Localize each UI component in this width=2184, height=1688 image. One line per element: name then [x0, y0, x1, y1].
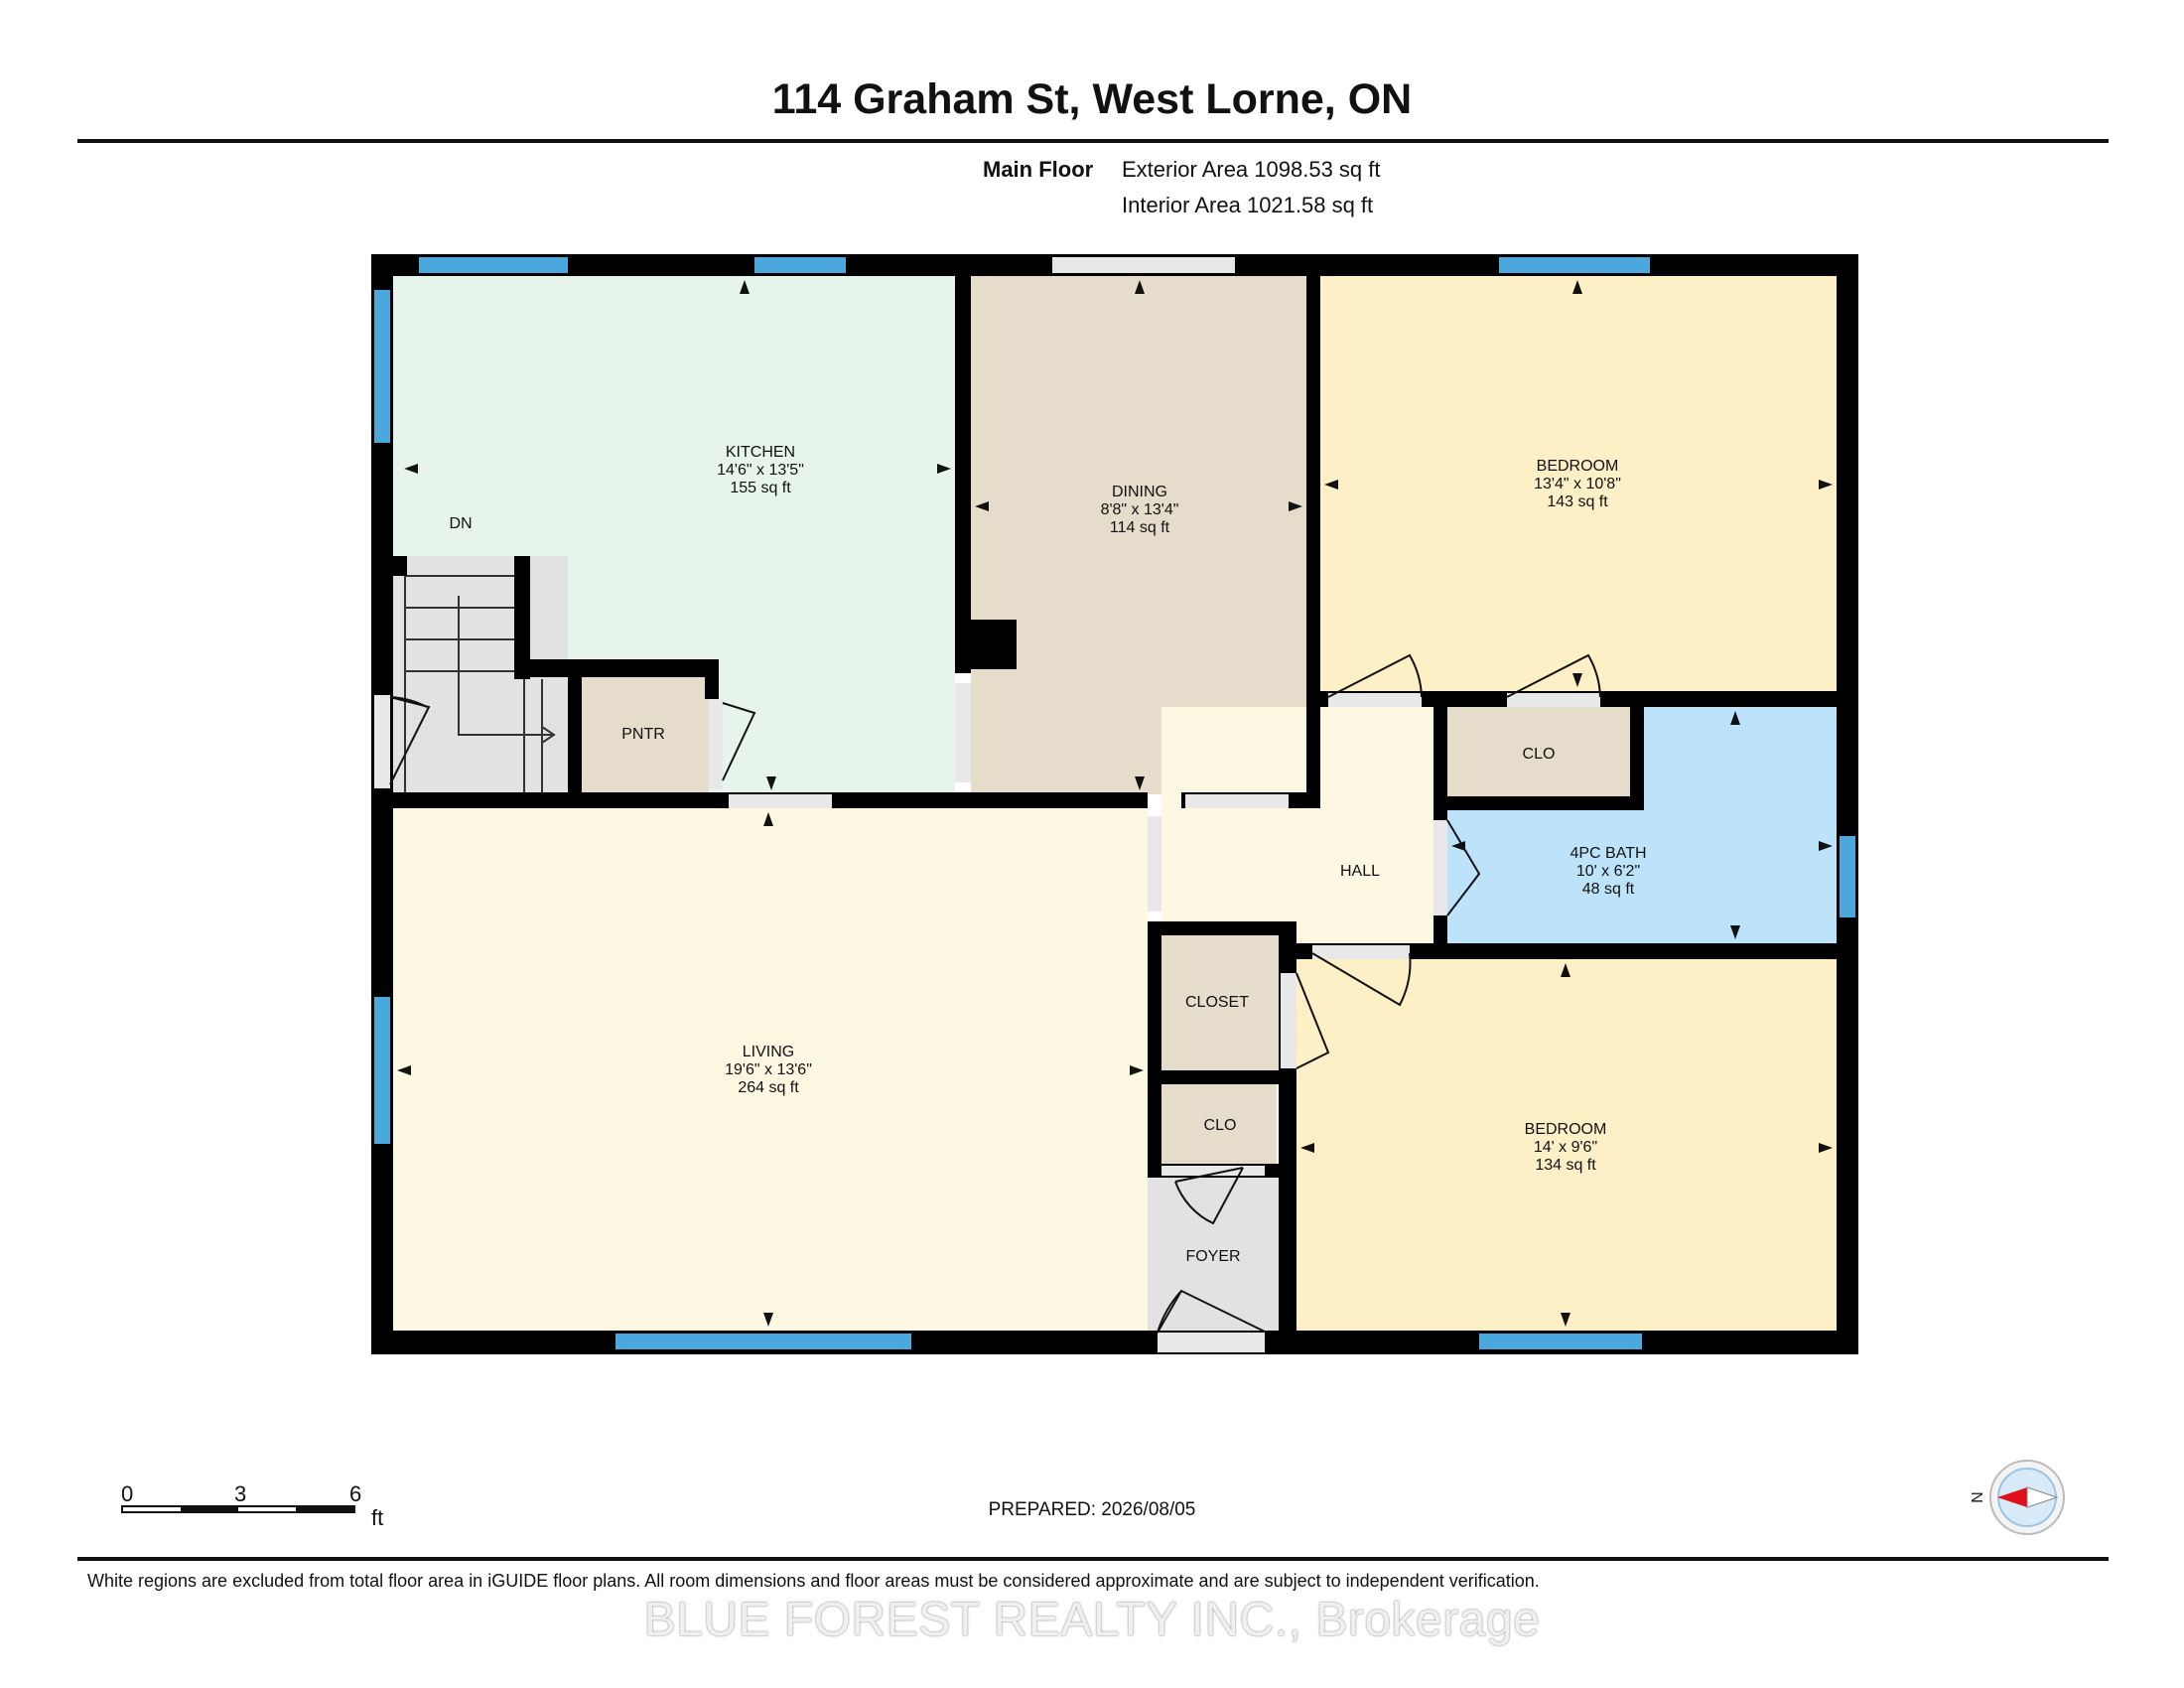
watermark: BLUE FOREST REALTY INC., Brokerage [643, 1594, 1541, 1646]
dining-area: 114 sq ft [1110, 519, 1170, 536]
kitchen-name: KITCHEN [726, 444, 795, 461]
bath-area: 48 sq ft [1582, 881, 1635, 898]
interior-area: Interior Area 1021.58 sq ft [1122, 193, 1374, 217]
closet-fill [1158, 931, 1279, 1070]
foyer-label: FOYER [1185, 1248, 1240, 1265]
scale-tick-0: 0 [121, 1481, 134, 1506]
living-name: LIVING [743, 1044, 794, 1060]
openings [374, 257, 1600, 1352]
kitchen-area: 155 sq ft [730, 480, 791, 496]
closet-label: CLOSET [1185, 994, 1249, 1011]
bath-dims: 10' x 6'2" [1576, 863, 1640, 880]
stairs [404, 572, 556, 794]
dining-name: DINING [1112, 484, 1167, 500]
header-divider [77, 139, 2109, 143]
windows [374, 257, 1855, 1349]
clo-top-label: CLO [1523, 746, 1556, 763]
page-title: 114 Graham St, West Lorne, ON [771, 75, 1413, 123]
bath-name: 4PC BATH [1570, 845, 1646, 862]
bedroom2-dims: 14' x 9'6" [1534, 1139, 1597, 1156]
bedroom1-dims: 13'4" x 10'8" [1534, 476, 1621, 492]
prepared-date: PREPARED: 2026/08/05 [988, 1499, 1196, 1520]
footer-divider [77, 1557, 2109, 1561]
bedroom2-fill [1297, 959, 1837, 1331]
bedroom1-area: 143 sq ft [1547, 493, 1608, 510]
exterior-area: Exterior Area 1098.53 sq ft [1122, 157, 1381, 182]
hall-fill [1161, 707, 1433, 943]
compass-icon: N [1968, 1460, 2065, 1535]
kitchen-dims: 14'6" x 13'5" [717, 462, 804, 479]
scale-bar [121, 1505, 355, 1513]
living-dims: 19'6" x 13'6" [725, 1061, 812, 1078]
clo-small-label: CLO [1204, 1117, 1237, 1134]
clo-top-fill2 [1447, 707, 1630, 798]
dimension-arrows [397, 280, 1833, 1327]
door-swings [389, 653, 1601, 1334]
hall-label: HALL [1340, 863, 1380, 880]
scale-tick-3: 3 [234, 1481, 247, 1506]
clo-small-fill [1161, 1082, 1277, 1164]
compass-label: N [1968, 1491, 1984, 1503]
scale-unit: ft [371, 1505, 384, 1530]
dining-dims: 8'8" x 13'4" [1101, 501, 1179, 518]
bedroom2-name: BEDROOM [1525, 1121, 1607, 1138]
living-area: 264 sq ft [738, 1079, 799, 1096]
scale-tick-6: 6 [349, 1481, 362, 1506]
disclaimer: White regions are excluded from total fl… [87, 1571, 1540, 1591]
pantry-fill [580, 675, 709, 792]
bedroom1-name: BEDROOM [1537, 458, 1619, 475]
living-fill [393, 808, 1148, 1331]
pantry-label: PNTR [621, 726, 665, 743]
floor-name: Main Floor [983, 157, 1094, 182]
dn-label: DN [449, 515, 472, 532]
bedroom2-area: 134 sq ft [1535, 1157, 1596, 1174]
bedroom1-fill [1320, 276, 1837, 691]
